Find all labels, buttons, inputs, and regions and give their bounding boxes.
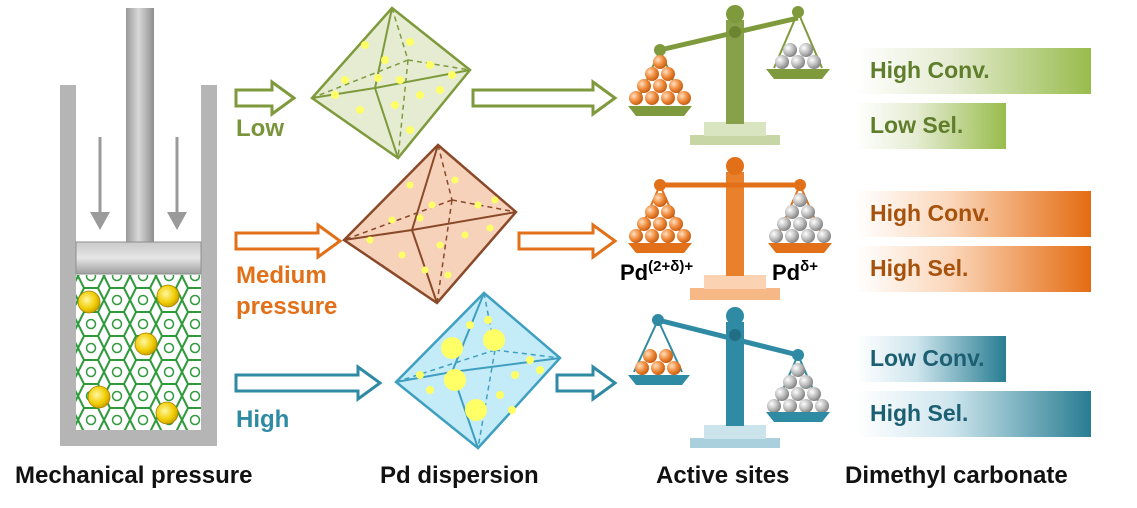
- oxidized-pd-stack-low: [629, 55, 691, 105]
- piston-head: [75, 241, 202, 275]
- pd-reduced-charge: δ+: [800, 258, 818, 275]
- caption-active-sites: Active sites: [656, 462, 790, 489]
- crystal-medium: [342, 143, 518, 305]
- result-high-conversion: Low Conv.: [856, 336, 1006, 382]
- result-low-selectivity: Low Sel.: [856, 103, 1006, 149]
- arrow-low-left: [234, 79, 297, 117]
- crystal-low: [310, 6, 472, 160]
- piston-rod: [126, 8, 154, 243]
- label-high-pressure: High: [236, 406, 290, 433]
- result-low-conversion-text: High Conv.: [870, 57, 990, 83]
- cylinder-floor: [60, 430, 217, 446]
- cylinder-right-wall: [201, 85, 217, 445]
- caption-mechanical-pressure: Mechanical pressure: [15, 462, 253, 489]
- reduced-pd-stack-high: [767, 363, 829, 413]
- pd-oxidized-charge: (2+δ)+: [648, 258, 694, 275]
- label-medium-line1: Medium: [236, 262, 327, 289]
- caption-dimethyl-carbonate: Dimethyl carbonate: [845, 462, 1068, 489]
- label-pd-oxidized: Pd(2+δ)+: [620, 258, 693, 286]
- reduced-pd-stack-low: [775, 43, 821, 69]
- cylinder-left-wall: [60, 85, 76, 445]
- crystal-high: [394, 291, 562, 450]
- arrow-medium-left: [234, 222, 343, 260]
- label-medium-line2: pressure: [236, 293, 338, 320]
- pressure-arrows: [90, 137, 187, 230]
- result-medium-selectivity: High Sel.: [856, 246, 1091, 292]
- caption-pd-dispersion: Pd dispersion: [380, 462, 539, 489]
- reduced-pd-stack-medium: [769, 193, 831, 243]
- balance-low: [628, 5, 830, 145]
- balance-high: [628, 307, 830, 448]
- pd-oxidized-symbol: Pd: [620, 260, 649, 285]
- result-high-selectivity-text: High Sel.: [870, 400, 969, 426]
- label-medium-pressure: Medium pressure: [236, 260, 337, 322]
- balance-medium: [628, 157, 832, 300]
- arrow-low-right: [471, 79, 618, 117]
- result-medium-conversion: High Conv.: [856, 191, 1091, 237]
- oxidized-pd-stack-medium: [629, 193, 691, 243]
- result-low-selectivity-text: Low Sel.: [870, 112, 964, 138]
- label-low-pressure: Low: [236, 115, 284, 142]
- oxidized-pd-stack-high: [635, 349, 681, 375]
- pd-nanoparticles: [77, 284, 180, 425]
- result-low-conversion: High Conv.: [856, 48, 1091, 94]
- label-pd-reduced: Pdδ+: [772, 258, 818, 286]
- result-medium-conversion-text: High Conv.: [870, 200, 990, 226]
- result-high-selectivity: High Sel.: [856, 391, 1091, 437]
- arrow-medium-right: [517, 222, 618, 260]
- piston-illustration: [60, 8, 217, 446]
- result-high-conversion-text: Low Conv.: [870, 345, 985, 371]
- arrow-high-right: [555, 364, 618, 402]
- arrow-high-left: [234, 364, 383, 402]
- result-medium-selectivity-text: High Sel.: [870, 255, 969, 281]
- pd-reduced-symbol: Pd: [772, 260, 801, 285]
